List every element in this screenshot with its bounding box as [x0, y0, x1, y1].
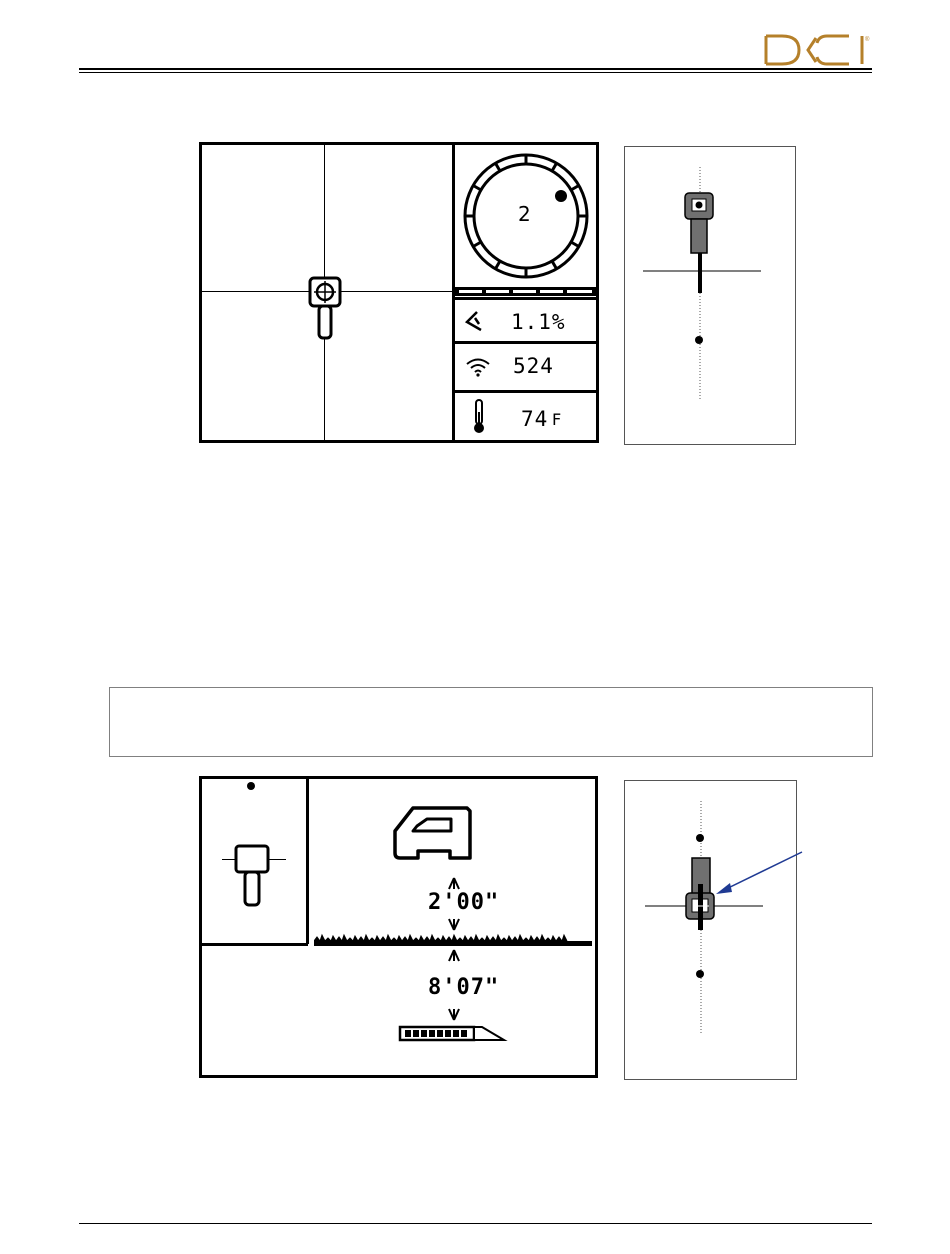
signal-strength-bar	[455, 287, 596, 296]
locate-screen: 2 1.1% 524 74 F	[199, 142, 599, 443]
down-arrow-icon-2	[447, 1007, 461, 1021]
temperature-row: 74 F	[455, 393, 596, 440]
down-arrow-icon	[447, 917, 461, 931]
footer-rule	[79, 1223, 872, 1224]
receiver-icon	[234, 844, 270, 908]
signal-icon	[465, 356, 491, 378]
header-rule-thin	[79, 72, 872, 73]
thermometer-icon	[471, 398, 487, 436]
receiver-icon	[308, 276, 342, 341]
roll-value: 2	[518, 202, 531, 226]
svg-text:®: ®	[865, 36, 870, 43]
dci-logo: ®	[764, 33, 872, 67]
header-rule	[79, 68, 872, 70]
ground-surface	[314, 931, 592, 947]
temperature-value: 74	[521, 407, 548, 431]
pointer-arrow-icon	[712, 850, 804, 898]
top-view-diagram-2	[624, 780, 797, 1080]
receiver-icon	[685, 193, 713, 253]
top-view-diagram-1	[624, 146, 796, 445]
transmitter-icon	[398, 1024, 508, 1044]
receiver-body-icon	[391, 805, 473, 863]
up-arrow-icon-2	[447, 949, 461, 963]
receiver-to-ground-depth: 2'00"	[428, 890, 499, 915]
note-box	[109, 687, 873, 757]
up-arrow-icon	[447, 877, 461, 891]
pitch-row: 1.1%	[455, 297, 596, 344]
ground-to-transmitter-depth: 8'07"	[428, 975, 499, 1000]
pitch-icon	[463, 310, 489, 334]
signal-value: 524	[513, 354, 554, 378]
temperature-unit: F	[552, 410, 561, 429]
signal-row: 524	[455, 344, 596, 393]
pitch-value: 1.1%	[511, 310, 566, 334]
depth-screen: 2'00" 8'07"	[199, 776, 598, 1078]
